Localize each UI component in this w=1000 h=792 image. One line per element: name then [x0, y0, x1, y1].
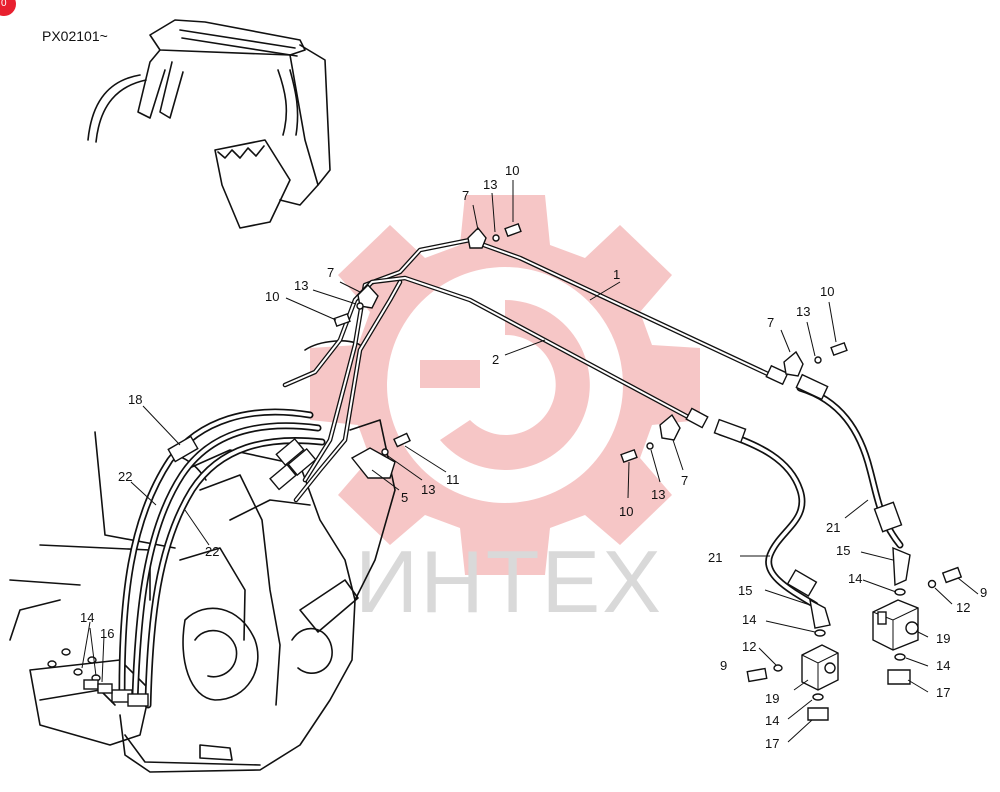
- callout-labels: 1 2 5 7 7 7 7 9 9 10 10 10 10 11 12 12 1…: [80, 163, 987, 751]
- steel-pipes: [282, 237, 789, 503]
- callout-15: 15: [836, 543, 850, 558]
- callout-15: 15: [738, 583, 752, 598]
- inset-arm-drawing: [87, 19, 331, 229]
- boom-hoses: [111, 408, 326, 709]
- callout-17: 17: [936, 685, 950, 700]
- callout-10: 10: [505, 163, 519, 178]
- callout-14: 14: [936, 658, 950, 673]
- callout-13: 13: [483, 177, 497, 192]
- callout-13: 13: [651, 487, 665, 502]
- corner-badge: 0: [0, 0, 16, 16]
- callout-1: 1: [613, 267, 620, 282]
- callout-19: 19: [936, 631, 950, 646]
- callout-10: 10: [619, 504, 633, 519]
- callout-9: 9: [720, 658, 727, 673]
- callout-7: 7: [462, 188, 469, 203]
- callout-13: 13: [421, 482, 435, 497]
- callout-7: 7: [681, 473, 688, 488]
- callout-12: 12: [956, 600, 970, 615]
- leader-lines: [81, 180, 979, 743]
- callout-14: 14: [80, 610, 94, 625]
- serial-range: PX02101~: [42, 28, 108, 44]
- watermark: ИНТЕХ: [310, 195, 700, 631]
- clamps-and-bolts: [333, 222, 848, 479]
- callout-21: 21: [826, 520, 840, 535]
- callout-16: 16: [100, 626, 114, 641]
- callout-17: 17: [765, 736, 779, 751]
- callout-19: 19: [765, 691, 779, 706]
- right-hoses: [713, 373, 904, 609]
- callout-9: 9: [980, 585, 987, 600]
- callout-14: 14: [848, 571, 862, 586]
- callout-10: 10: [265, 289, 279, 304]
- callout-10: 10: [820, 284, 834, 299]
- watermark-text: ИНТЕХ: [355, 532, 663, 631]
- callout-22: 22: [118, 469, 132, 484]
- callout-14: 14: [742, 612, 756, 627]
- callout-2: 2: [492, 352, 499, 367]
- callout-11: 11: [446, 472, 460, 487]
- callout-12: 12: [742, 639, 756, 654]
- callout-21: 21: [708, 550, 722, 565]
- callout-14: 14: [765, 713, 779, 728]
- callout-18: 18: [128, 392, 142, 407]
- callout-13: 13: [796, 304, 810, 319]
- callout-7: 7: [767, 315, 774, 330]
- callout-22: 22: [205, 544, 219, 559]
- right-blocks: [746, 546, 963, 721]
- callout-7: 7: [327, 265, 334, 280]
- callout-5: 5: [401, 490, 408, 505]
- callout-13: 13: [294, 278, 308, 293]
